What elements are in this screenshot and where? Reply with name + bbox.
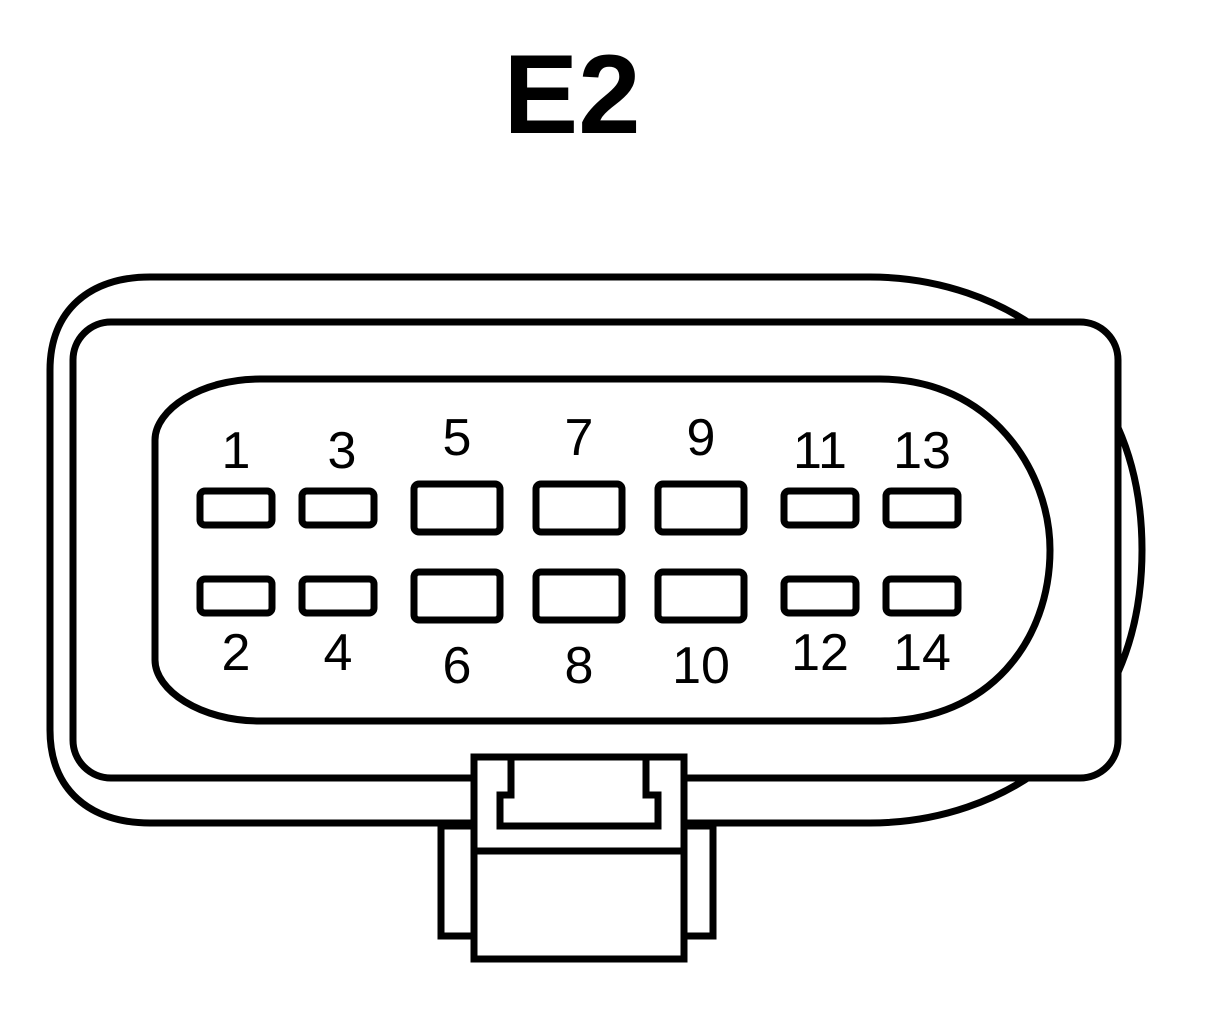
pin-12-label: 12 — [791, 624, 849, 682]
pin-13-label: 13 — [893, 422, 951, 480]
pin-4-label: 4 — [324, 624, 353, 682]
latch-body — [470, 753, 688, 963]
pin-7-label: 7 — [565, 409, 594, 467]
pin-14-label: 14 — [893, 624, 951, 682]
pin-14-terminal — [882, 575, 962, 617]
pin-6-label: 6 — [443, 637, 472, 695]
pin-9-label: 9 — [687, 409, 716, 467]
pin-1-label: 1 — [222, 422, 251, 480]
pin-9-terminal — [654, 480, 748, 536]
pin-13-terminal — [882, 487, 962, 529]
pin-6-terminal — [410, 568, 504, 624]
pin-12-terminal — [780, 575, 860, 617]
pin-2-label: 2 — [222, 624, 251, 682]
latch-clip — [496, 757, 662, 830]
pin-5-label: 5 — [443, 409, 472, 467]
connector-label: E2 — [504, 32, 641, 157]
pin-5-terminal — [410, 480, 504, 536]
pin-2-terminal — [196, 575, 276, 617]
pin-7-terminal — [532, 480, 626, 536]
pin-8-label: 8 — [565, 637, 594, 695]
pin-4-terminal — [298, 575, 378, 617]
pin-11-label: 11 — [793, 422, 847, 480]
pin-1-terminal — [196, 487, 276, 529]
pin-11-terminal — [780, 487, 860, 529]
pin-3-label: 3 — [328, 422, 357, 480]
pin-8-terminal — [532, 568, 626, 624]
pin-cavity — [151, 375, 1054, 725]
pin-10-terminal — [654, 568, 748, 624]
pin-3-terminal — [298, 487, 378, 529]
pin-10-label: 10 — [672, 637, 730, 695]
